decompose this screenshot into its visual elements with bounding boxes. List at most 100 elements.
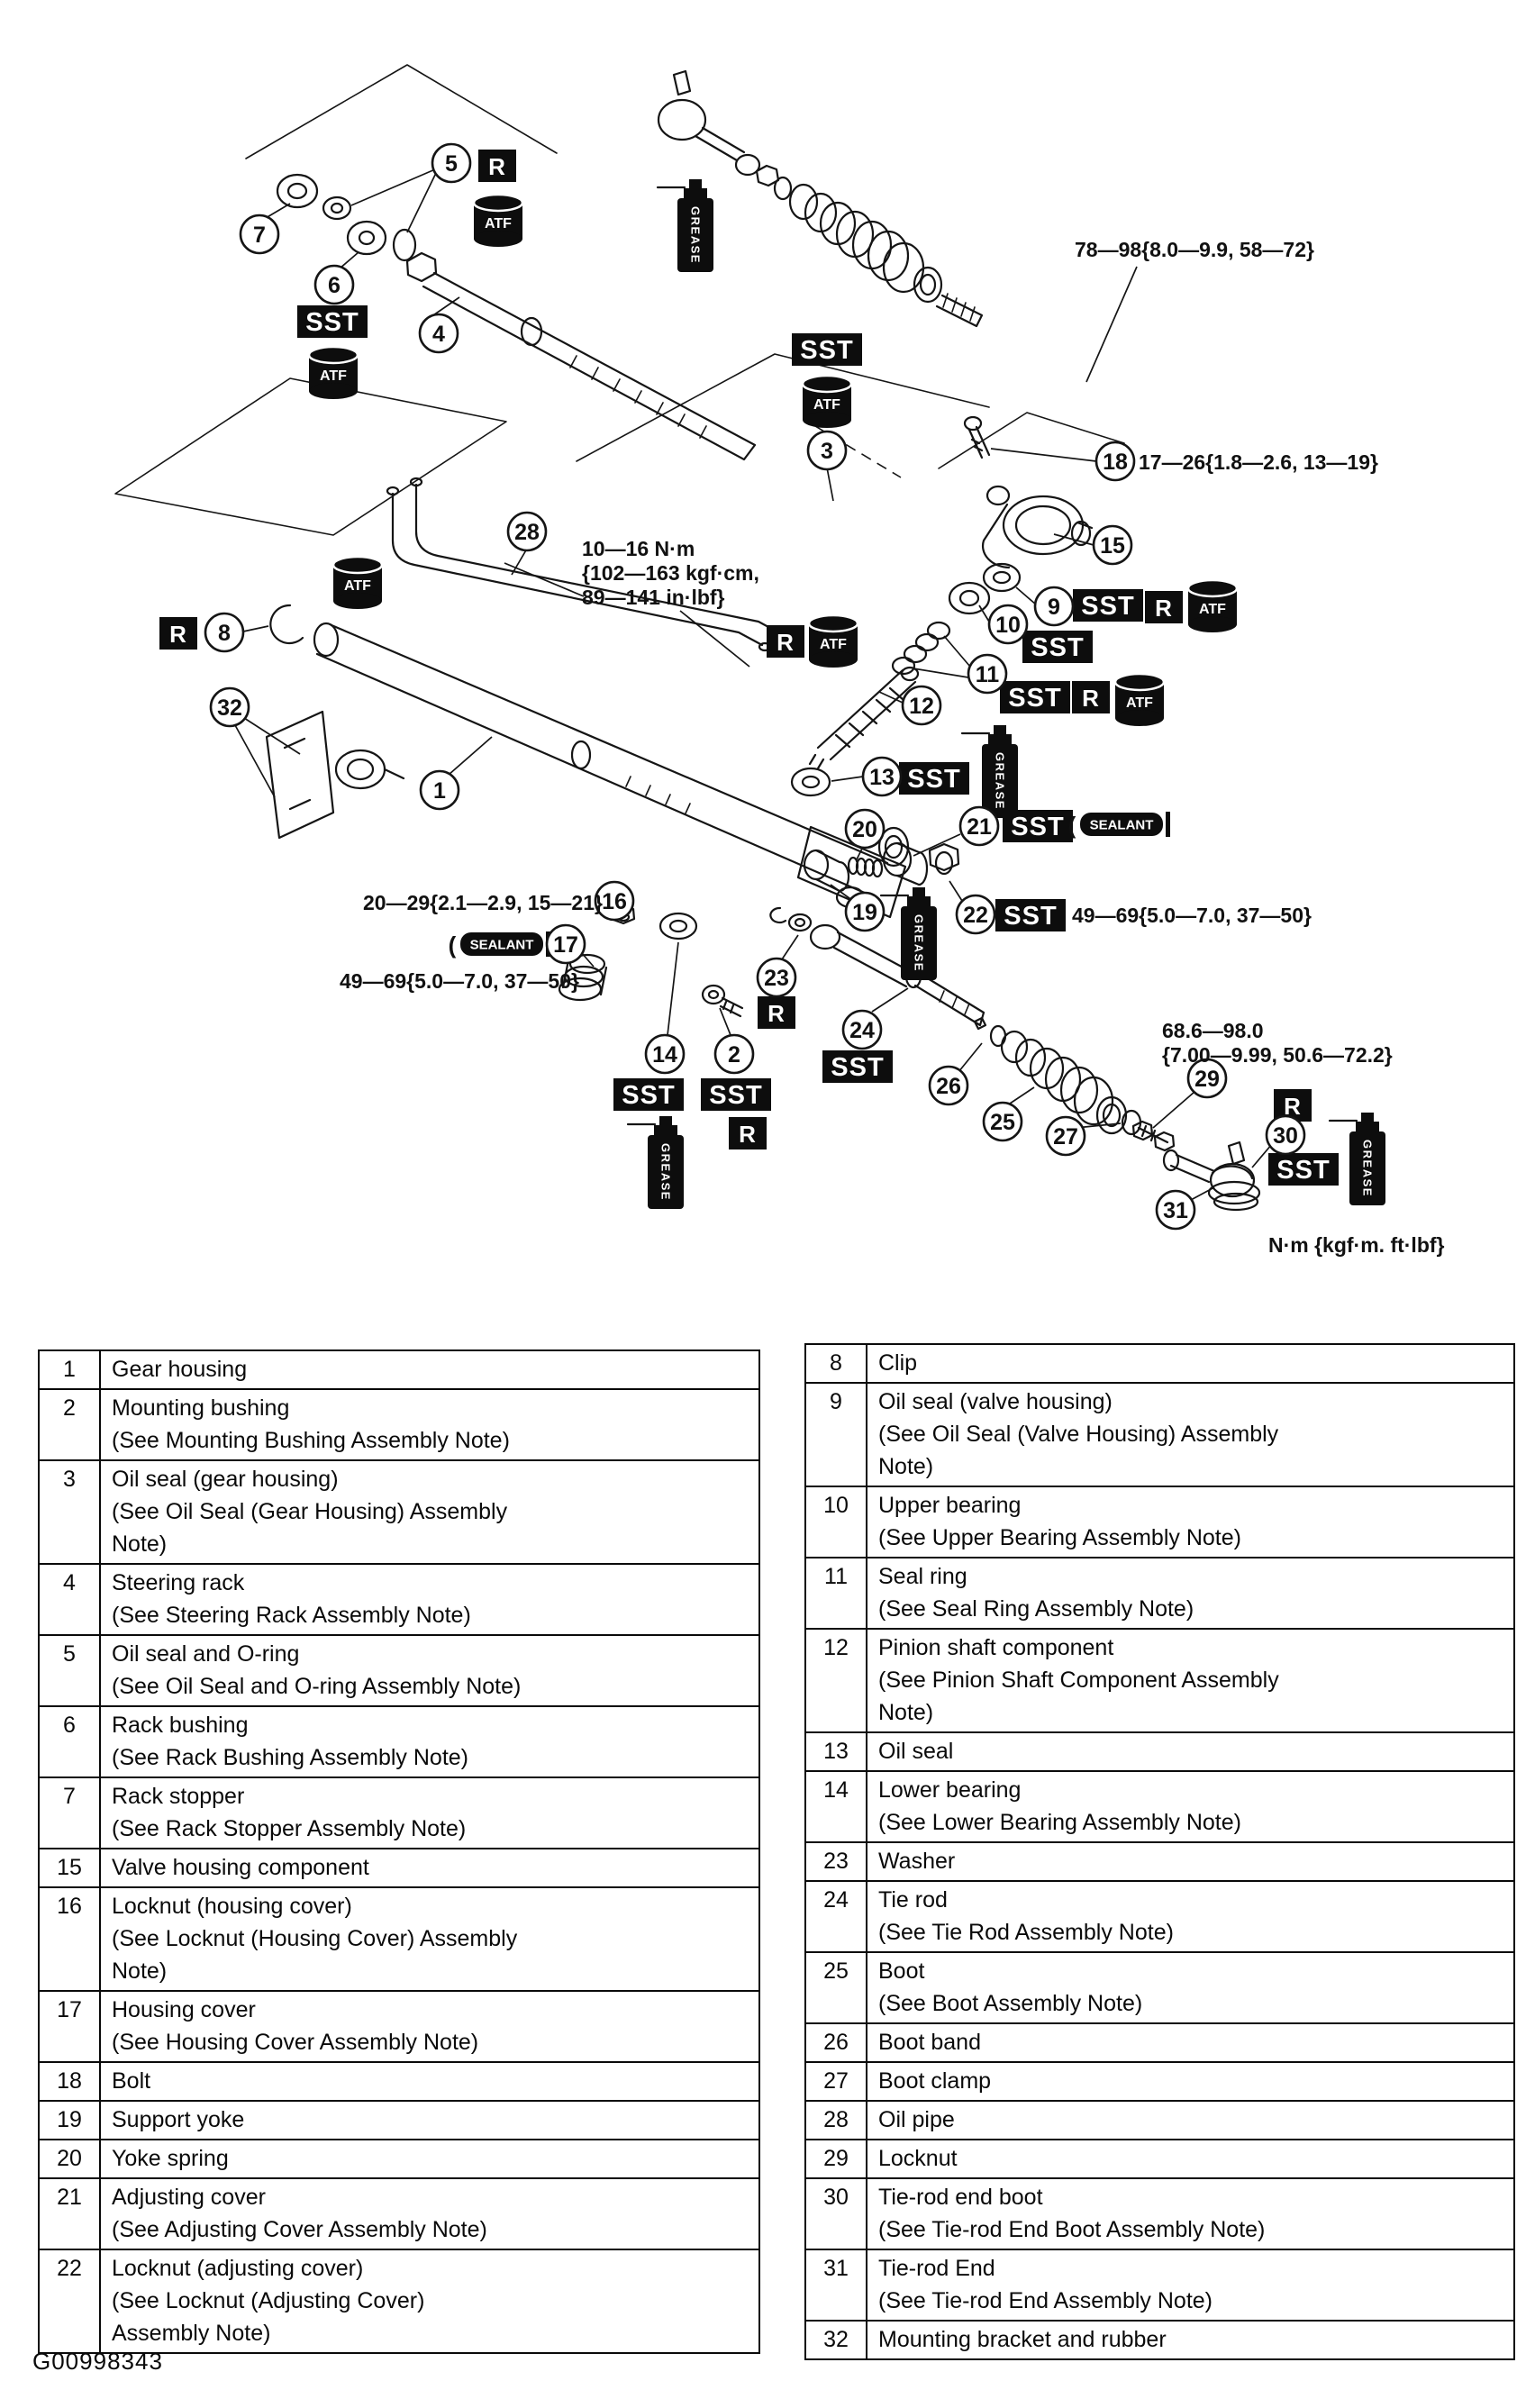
- torque-annotation: 49—69{5.0—7.0, 37—50}: [340, 969, 579, 993]
- svg-text:R: R: [1284, 1093, 1302, 1120]
- part-number: 27: [804, 2061, 867, 2102]
- figure-id: G00998343: [32, 2348, 163, 2375]
- svg-text:16: 16: [602, 889, 627, 914]
- part-description: Bolt: [99, 2061, 760, 2102]
- callout-18: 18: [1094, 441, 1136, 482]
- part-number: 18: [38, 2061, 101, 2102]
- svg-text:R: R: [1082, 685, 1100, 712]
- replace-badge: R: [159, 617, 197, 650]
- part-number: 15: [38, 1848, 101, 1888]
- svg-text:SST: SST: [622, 1081, 675, 1110]
- svg-text:(: (: [1068, 812, 1076, 839]
- part-description: Rack stopper(See Rack Stopper Assembly N…: [99, 1776, 760, 1849]
- svg-text:SST: SST: [1081, 592, 1134, 621]
- svg-text:3: 3: [821, 439, 833, 464]
- grease-spray-icon: GREASE: [879, 887, 937, 980]
- part-number: 26: [804, 2022, 867, 2063]
- part-description: Locknut (adjusting cover)(See Locknut (A…: [99, 2249, 760, 2354]
- sealant-badge: (SEALANT: [1068, 812, 1170, 839]
- grease-spray-icon: GREASE: [1328, 1113, 1385, 1205]
- callout-28: 28: [506, 511, 548, 552]
- part-description: Boot band: [866, 2022, 1515, 2063]
- svg-text:ATF: ATF: [1199, 602, 1226, 617]
- callout-1: 1: [419, 769, 460, 811]
- svg-text:10: 10: [995, 613, 1021, 638]
- part-description: Tie-rod end boot(See Tie-rod End Boot As…: [866, 2177, 1515, 2250]
- svg-text:2: 2: [728, 1042, 740, 1068]
- part-number: 9: [804, 1382, 867, 1487]
- svg-text:7: 7: [253, 223, 266, 248]
- part-number: 7: [38, 1776, 101, 1849]
- part-number: 24: [804, 1880, 867, 1953]
- svg-text:R: R: [488, 153, 506, 180]
- svg-text:27: 27: [1053, 1124, 1078, 1149]
- part-description: Locknut: [866, 2139, 1515, 2179]
- part-number: 10: [804, 1486, 867, 1558]
- svg-text:SEALANT: SEALANT: [470, 938, 534, 953]
- part-description: Mounting bushing(See Mounting Bushing As…: [99, 1388, 760, 1461]
- atf-can-icon: ATF: [801, 374, 853, 428]
- svg-text:20: 20: [852, 817, 877, 842]
- svg-text:ATF: ATF: [320, 368, 347, 384]
- svg-text:SST: SST: [305, 308, 359, 337]
- svg-text:17: 17: [553, 932, 578, 958]
- svg-text:SST: SST: [907, 765, 960, 794]
- part-number: 23: [804, 1841, 867, 1882]
- callout-7: 7: [239, 214, 280, 255]
- svg-text:SST: SST: [1011, 813, 1064, 841]
- diagram-annotations: 78—98{8.0—9.9, 58—72}17—26{1.8—2.6, 13—1…: [340, 238, 1445, 1257]
- atf-can-icon: ATF: [472, 193, 524, 247]
- svg-text:(: (: [449, 931, 457, 959]
- callout-5: 5: [431, 142, 472, 184]
- svg-text:12: 12: [909, 694, 934, 719]
- grease-spray-icon: GREASE: [656, 179, 713, 272]
- part-description: Steering rack(See Steering Rack Assembly…: [99, 1563, 760, 1636]
- part-description: Oil seal (valve housing)(See Oil Seal (V…: [866, 1382, 1515, 1487]
- part-number: 13: [804, 1731, 867, 1772]
- part-description: Boot(See Boot Assembly Note): [866, 1951, 1515, 2024]
- part-number: 8: [804, 1343, 867, 1384]
- callout-24: 24: [841, 1009, 883, 1050]
- callout-6: 6: [313, 264, 355, 305]
- svg-text:SST: SST: [709, 1081, 762, 1110]
- replace-badge: R: [729, 1117, 767, 1149]
- svg-text:25: 25: [990, 1110, 1015, 1135]
- sst-badge: SST: [822, 1050, 893, 1083]
- part-description: Oil seal and O-ring(See Oil Seal and O-r…: [99, 1634, 760, 1707]
- svg-text:11: 11: [976, 662, 1000, 687]
- callout-32: 32: [209, 686, 250, 728]
- part-description: Gear housing: [99, 1349, 760, 1390]
- replace-badge: R: [1145, 591, 1183, 623]
- atf-can-icon: ATF: [1186, 578, 1239, 632]
- svg-text:13: 13: [869, 765, 895, 790]
- svg-text:32: 32: [217, 695, 242, 721]
- sst-badge: SST: [1268, 1153, 1339, 1186]
- callout-22: 22: [955, 894, 996, 935]
- part-description: Lower bearing(See Lower Bearing Assembly…: [866, 1770, 1515, 1843]
- svg-text:SST: SST: [1008, 684, 1061, 713]
- part-description: Locknut (housing cover)(See Locknut (Hou…: [99, 1886, 760, 1992]
- callout-27: 27: [1045, 1115, 1086, 1157]
- part-number: 31: [804, 2249, 867, 2322]
- part-number: 3: [38, 1459, 101, 1565]
